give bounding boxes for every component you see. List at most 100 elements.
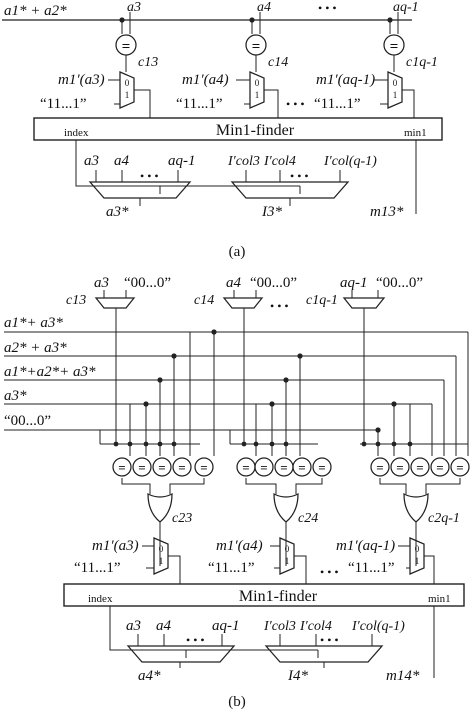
svg-text:1: 1 (285, 556, 290, 566)
c-label-q1: c1q-1 (406, 55, 438, 70)
equality-comparator: = (236, 457, 256, 477)
input-a3-label: a3 (127, 0, 141, 15)
c2-label-3: c23 (172, 511, 192, 526)
i3-star-output: I3* (261, 204, 282, 220)
input-dots: • • • (318, 1, 337, 15)
svg-text:c13: c13 (66, 293, 86, 308)
svg-text:Min1-finder: Min1-finder (216, 122, 295, 139)
or-gate-4 (245, 478, 323, 566)
m1-label-a3: m1′(a3) (58, 72, 105, 88)
svg-text:I′col4: I′col4 (299, 619, 332, 634)
top-mux-4 (222, 297, 264, 309)
svg-text:aq-1: aq-1 (340, 275, 368, 291)
svg-text:=: = (456, 460, 463, 475)
svg-text:• • •: • • • (320, 633, 339, 647)
svg-text:1: 1 (415, 556, 420, 566)
svg-text:• • •: • • • (140, 169, 159, 183)
caption-b: (b) (228, 694, 246, 710)
equality-comparator: = (430, 457, 450, 477)
bus-label-3: a1*+a2*+ a3* (4, 364, 96, 380)
c2-label-q1: c2q-1 (428, 511, 460, 526)
equality-comparator: = (390, 457, 410, 477)
data-mux-left-b (126, 645, 236, 663)
a4-star-output: a4* (138, 668, 161, 684)
c-label-3: c13 (138, 55, 158, 70)
svg-text:“00...0”: “00...0” (376, 275, 423, 291)
mux-aq1: 0 1 (387, 71, 403, 109)
comparator-row-q1: = = = = = (370, 457, 470, 477)
bus-label-4: a3* (4, 388, 27, 404)
equality-comparator: = (450, 457, 470, 477)
data-mux-right-a (230, 181, 350, 199)
svg-text:“00...0”: “00...0” (250, 275, 297, 291)
or-gate-3 (121, 478, 205, 566)
svg-text:=: = (318, 460, 325, 475)
comparator-aq1: = (383, 34, 405, 56)
input-a4-label: a4 (257, 0, 271, 15)
top-mux-3 (94, 297, 136, 309)
svg-text:I′col4: I′col4 (263, 154, 296, 169)
equality-comparator: = (194, 457, 214, 477)
svg-text:0: 0 (415, 544, 420, 554)
panel-b: a3 “00...0” a4 “00...0” aq-1 “00...0” c1… (4, 275, 470, 710)
svg-text:“11...1”: “11...1” (74, 560, 121, 576)
equality-comparator: = (410, 457, 430, 477)
ones-dots: • • • (286, 97, 305, 111)
svg-text:=: = (396, 460, 403, 475)
svg-text:I′col3: I′col3 (263, 619, 296, 634)
svg-text:• • •: • • • (290, 169, 309, 183)
equality-comparator: = (292, 457, 312, 477)
ones-label-q1: “11...1” (314, 96, 361, 112)
svg-text:a4: a4 (114, 153, 130, 169)
svg-text:0: 0 (285, 544, 290, 554)
bus-label-1: a1*+ a3* (4, 315, 63, 331)
svg-text:Min1-finder: Min1-finder (239, 588, 318, 605)
equality-comparator: = (132, 457, 152, 477)
svg-text:0: 0 (255, 78, 260, 88)
svg-text:=: = (260, 460, 267, 475)
svg-text:0: 0 (393, 78, 398, 88)
svg-text:=: = (280, 460, 287, 475)
svg-text:=: = (242, 460, 249, 475)
or-gate-q1 (379, 478, 461, 566)
svg-text:1: 1 (393, 90, 398, 100)
svg-text:1: 1 (255, 90, 260, 100)
min1-label: min1 (404, 127, 427, 139)
svg-text:=: = (416, 460, 423, 475)
data-mux-left-a (88, 181, 192, 199)
equality-comparator: = (370, 457, 390, 477)
i4-star-output: I4* (287, 668, 308, 684)
svg-text:=: = (200, 460, 207, 475)
equality-comparator: = (152, 457, 172, 477)
equality-comparator: = (172, 457, 192, 477)
m14-star-output: m14* (386, 668, 420, 684)
bus-label-2: a2* + a3* (4, 340, 67, 356)
svg-text:0: 0 (125, 78, 130, 88)
svg-text:• • •: • • • (270, 299, 289, 313)
m1-label-a4: m1′(a4) (182, 72, 229, 88)
svg-text:I′col3: I′col3 (227, 154, 260, 169)
ones-label-3: “11...1” (40, 96, 87, 112)
svg-text:m1′(a4): m1′(a4) (216, 538, 263, 554)
svg-text:“00...0”: “00...0” (124, 275, 171, 291)
svg-text:=: = (436, 460, 443, 475)
svg-text:aq-1: aq-1 (212, 618, 240, 634)
svg-text:=: = (138, 460, 145, 475)
equality-comparator: = (112, 457, 132, 477)
svg-text:=: = (376, 460, 383, 475)
svg-text:=: = (390, 39, 399, 55)
svg-text:aq-1: aq-1 (168, 153, 196, 169)
svg-text:=: = (158, 460, 165, 475)
svg-text:“11...1”: “11...1” (208, 560, 255, 576)
svg-text:m1′(aq-1): m1′(aq-1) (336, 538, 395, 554)
svg-text:1: 1 (159, 556, 164, 566)
svg-text:• • •: • • • (186, 633, 205, 647)
comparator-a3: = (115, 34, 137, 56)
svg-text:I′col(q-1): I′col(q-1) (323, 154, 377, 169)
svg-text:0: 0 (159, 544, 164, 554)
svg-text:=: = (122, 39, 131, 55)
mux-b-q1: 0 1 (409, 537, 425, 575)
caption-a: (a) (229, 244, 246, 260)
panel-a: a1* + a2* a3 a4 • • • aq-1 = = = (2, 0, 443, 260)
